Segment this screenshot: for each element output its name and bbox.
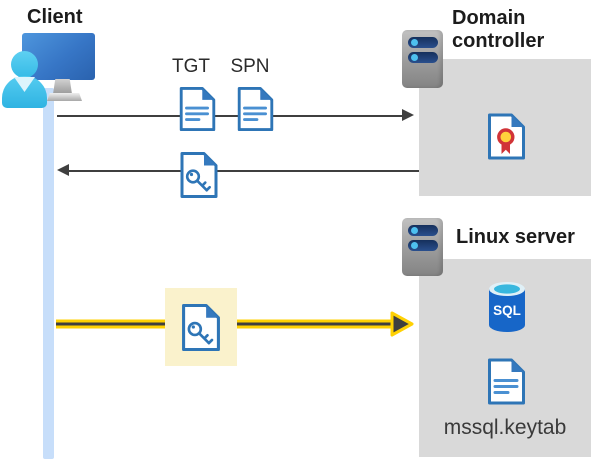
arrowhead-left-icon xyxy=(57,164,69,176)
linux-server-label: Linux server xyxy=(456,226,575,248)
keytab-file-label: mssql.keytab xyxy=(443,416,567,439)
server-bay xyxy=(408,37,438,48)
keytab-ticket-key-document-icon xyxy=(182,303,220,352)
tgt-spn-request-arrow xyxy=(57,109,414,122)
domain-controller-server-icon xyxy=(402,30,443,88)
tgt-document-icon xyxy=(179,86,216,132)
server-led-icon xyxy=(411,54,418,61)
sql-database-icon: SQL xyxy=(489,282,525,332)
spn-label: SPN xyxy=(230,56,270,77)
monitor-base xyxy=(47,93,82,101)
server-led-icon xyxy=(411,227,418,234)
user-head xyxy=(11,51,38,78)
arrow-line xyxy=(68,169,419,172)
server-bay xyxy=(408,225,438,236)
server-led-icon xyxy=(411,39,418,46)
client-lifeline xyxy=(43,88,54,459)
certificate-icon xyxy=(488,113,525,160)
server-bay xyxy=(408,52,438,63)
spn-document-icon xyxy=(237,86,274,132)
keytab-document-icon xyxy=(488,358,525,405)
domain-controller-label: Domain controller xyxy=(452,7,545,52)
linux-server-server-icon xyxy=(402,218,443,276)
arrowhead-right-icon xyxy=(402,109,414,121)
service-ticket-key-document-icon xyxy=(180,152,218,198)
sql-label: SQL xyxy=(493,303,521,318)
monitor-stand xyxy=(53,79,72,94)
tgt-label: TGT xyxy=(172,56,210,77)
server-bay xyxy=(408,240,438,251)
service-ticket-response-arrow xyxy=(57,164,419,177)
client-label: Client xyxy=(27,6,83,28)
server-led-icon xyxy=(411,242,418,249)
arrow-line xyxy=(57,114,403,117)
